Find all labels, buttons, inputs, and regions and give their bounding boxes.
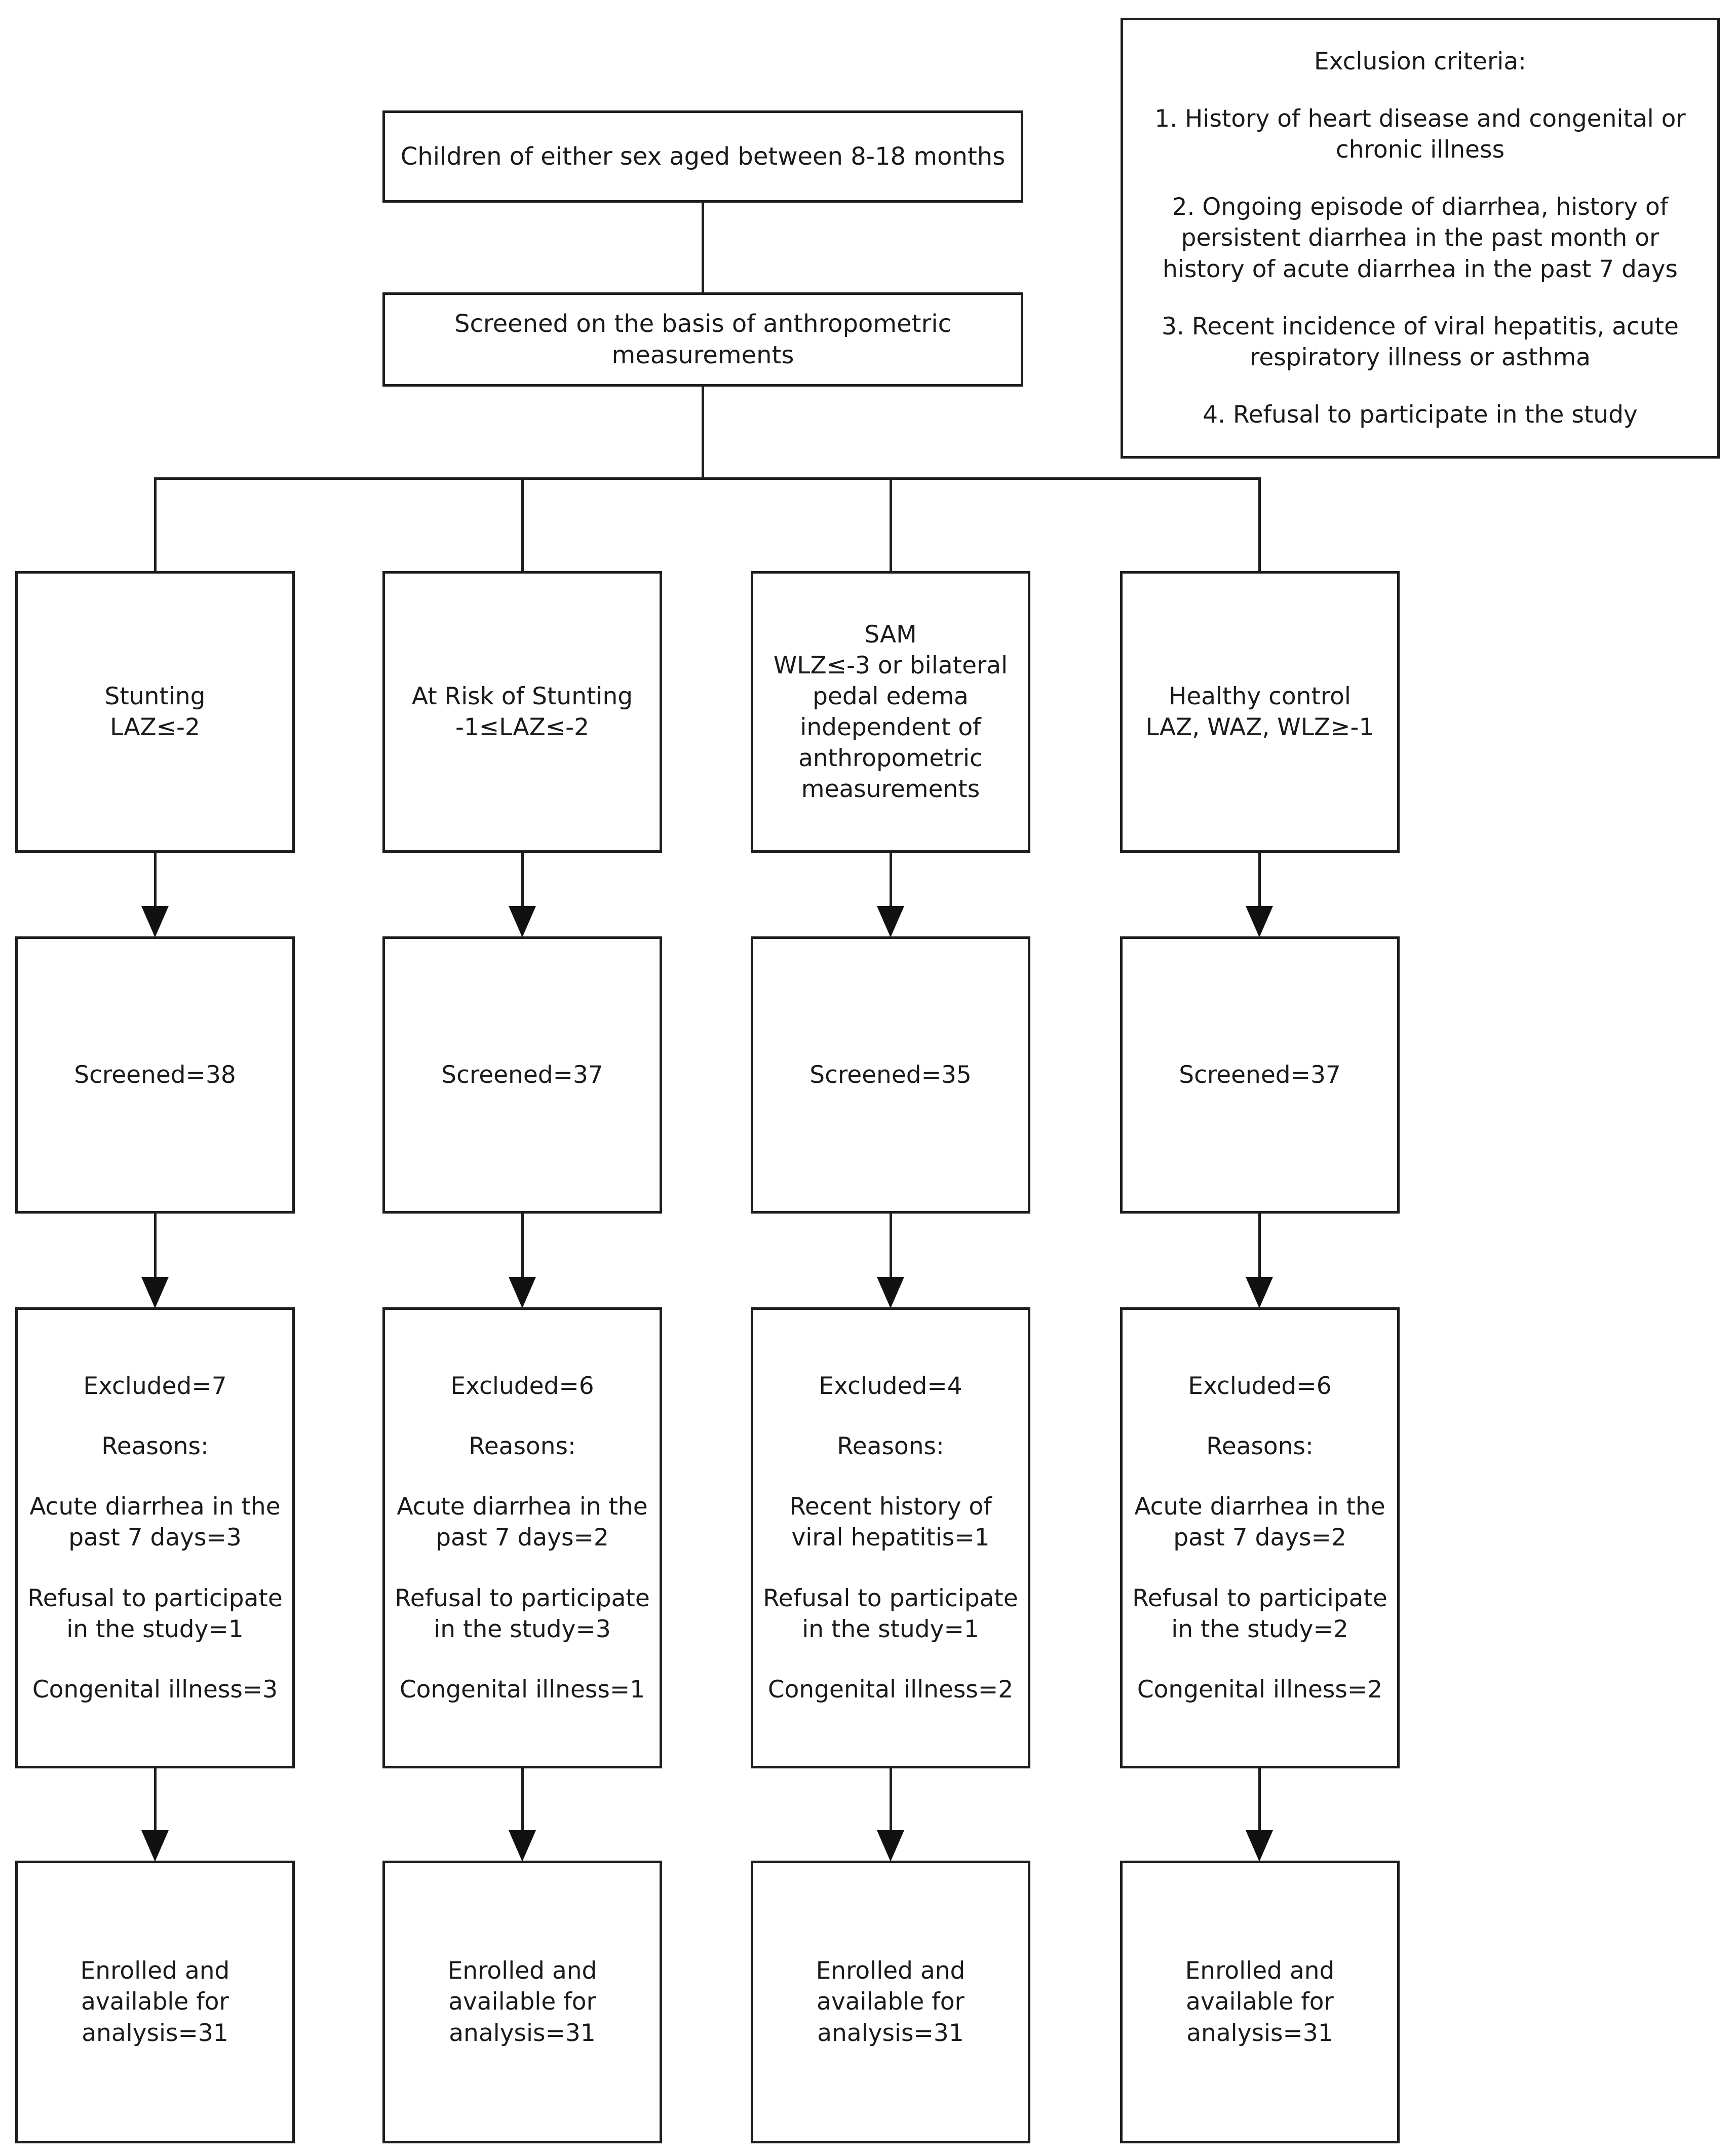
exclusion-reason: Recent history of viral hepatitis=1 [789,1493,992,1552]
arrow-line [1258,853,1261,910]
screening-text: Screened on the basis of anthropometric … [454,309,951,369]
exclusion-reason: Refusal to participate in the study=1 [763,1584,1018,1643]
group-definition-text: Healthy control LAZ, WAZ, WLZ≥-1 [1145,682,1374,741]
exclusion-reason: Acute diarrhea in the past 7 days=2 [1134,1493,1385,1552]
excluded-count: Excluded=6 [1188,1372,1332,1401]
exclusion-criteria-box: Exclusion criteria: 1. History of heart … [1121,18,1720,459]
arrow-line [521,853,524,910]
exclusion-criteria-title: Exclusion criteria: [1314,48,1526,76]
screened-text: Screened=37 [441,1061,603,1089]
arrowhead-icon [141,906,169,937]
enrolled-text: Enrolled and available for analysis=31 [80,1957,230,2047]
exclusion-reason: Refusal to participate in the study=1 [27,1584,283,1643]
group-definition-text: At Risk of Stunting -1≤LAZ≤-2 [411,682,633,741]
arrowhead-icon [1246,1277,1273,1308]
exclusion-reason: Congenital illness=2 [1137,1675,1383,1704]
excluded-details: Excluded=6 Reasons: Acute diarrhea in th… [385,1371,660,1705]
arrowhead-icon [877,1830,904,1862]
exclusion-reason: Refusal to participate in the study=3 [395,1584,650,1643]
exclusion-reason: Refusal to participate in the study=2 [1132,1584,1387,1643]
exclusion-reason: Congenital illness=1 [399,1675,645,1704]
excluded-box-stunting: Excluded=7 Reasons: Acute diarrhea in th… [15,1307,295,1768]
arrowhead-icon [509,1830,536,1862]
arrow-line [1258,1768,1261,1833]
arrow-line [1258,1214,1261,1279]
reasons-label: Reasons: [1206,1432,1314,1461]
enrolled-text: Enrolled and available for analysis=31 [816,1957,966,2047]
exclusion-reason: Congenital illness=3 [32,1675,278,1704]
arrow-line [521,1768,524,1833]
connector-screening-branch [702,386,704,478]
arrowhead-icon [1246,1830,1273,1862]
arrow-line [154,1768,157,1833]
group-definition-text: SAM WLZ≤-3 or bilateral pedal edema inde… [773,620,1008,804]
reasons-label: Reasons: [469,1432,576,1461]
excluded-box-at-risk-of-stunting: Excluded=6 Reasons: Acute diarrhea in th… [382,1307,662,1768]
enrolled-box-at-risk-of-stunting: Enrolled and available for analysis=31 [382,1861,662,2143]
screened-text: Screened=37 [1179,1061,1341,1089]
arrow-line [890,1768,892,1833]
enrolled-box-stunting: Enrolled and available for analysis=31 [15,1861,295,2143]
branch-line [154,477,1261,480]
screened-text: Screened=35 [809,1061,972,1089]
arrow-line [890,853,892,910]
excluded-box-healthy-control: Excluded=6 Reasons: Acute diarrhea in th… [1120,1307,1400,1768]
exclusion-criteria-item: 3. Recent incidence of viral hepatitis, … [1162,312,1679,371]
population-box: Children of either sex aged between 8-18… [382,110,1023,203]
exclusion-reason: Acute diarrhea in the past 7 days=3 [29,1493,281,1552]
branch-drop-line [890,477,892,572]
excluded-count: Excluded=7 [83,1372,227,1401]
enrolled-box-healthy-control: Enrolled and available for analysis=31 [1120,1861,1400,2143]
excluded-count: Excluded=4 [819,1372,962,1401]
exclusion-criteria-item: 1. History of heart disease and congenit… [1154,105,1686,164]
exclusion-reason: Acute diarrhea in the past 7 days=2 [397,1493,648,1552]
excluded-count: Excluded=6 [450,1372,594,1401]
enrolled-box-sam: Enrolled and available for analysis=31 [751,1861,1030,2143]
connector-population-screening [702,202,704,293]
arrow-line [154,1214,157,1279]
screened-box-at-risk-of-stunting: Screened=37 [382,936,662,1214]
branch-drop-line [521,477,524,572]
exclusion-criteria-item: 2. Ongoing episode of diarrhea, history … [1163,193,1678,283]
excluded-details: Excluded=6 Reasons: Acute diarrhea in th… [1123,1371,1397,1705]
arrow-line [890,1214,892,1279]
excluded-details: Excluded=7 Reasons: Acute diarrhea in th… [18,1371,292,1705]
enrolled-text: Enrolled and available for analysis=31 [447,1957,597,2047]
arrowhead-icon [141,1277,169,1308]
branch-drop-line [154,477,157,572]
group-definition-text: Stunting LAZ≤-2 [104,682,206,741]
enrolled-text: Enrolled and available for analysis=31 [1185,1957,1335,2047]
exclusion-criteria-item: 4. Refusal to participate in the study [1203,400,1638,429]
arrow-line [154,853,157,910]
excluded-details: Excluded=4 Reasons: Recent history of vi… [753,1371,1028,1705]
arrow-line [521,1214,524,1279]
group-definition-box-sam: SAM WLZ≤-3 or bilateral pedal edema inde… [751,571,1030,853]
screening-box: Screened on the basis of anthropometric … [382,292,1023,387]
screened-box-sam: Screened=35 [751,936,1030,1214]
screened-box-healthy-control: Screened=37 [1120,936,1400,1214]
arrowhead-icon [1246,906,1273,937]
population-text: Children of either sex aged between 8-18… [400,142,1006,171]
group-definition-box-healthy-control: Healthy control LAZ, WAZ, WLZ≥-1 [1120,571,1400,853]
reasons-label: Reasons: [101,1432,209,1461]
reasons-label: Reasons: [837,1432,944,1461]
arrowhead-icon [509,1277,536,1308]
arrowhead-icon [141,1830,169,1862]
branch-drop-line [1258,477,1261,572]
arrowhead-icon [877,1277,904,1308]
screened-text: Screened=38 [74,1061,236,1089]
arrowhead-icon [877,906,904,937]
group-definition-box-stunting: Stunting LAZ≤-2 [15,571,295,853]
exclusion-criteria-list: Exclusion criteria: 1. History of heart … [1123,46,1717,430]
exclusion-reason: Congenital illness=2 [767,1675,1014,1704]
arrowhead-icon [509,906,536,937]
screened-box-stunting: Screened=38 [15,936,295,1214]
excluded-box-sam: Excluded=4 Reasons: Recent history of vi… [751,1307,1030,1768]
group-definition-box-at-risk-of-stunting: At Risk of Stunting -1≤LAZ≤-2 [382,571,662,853]
